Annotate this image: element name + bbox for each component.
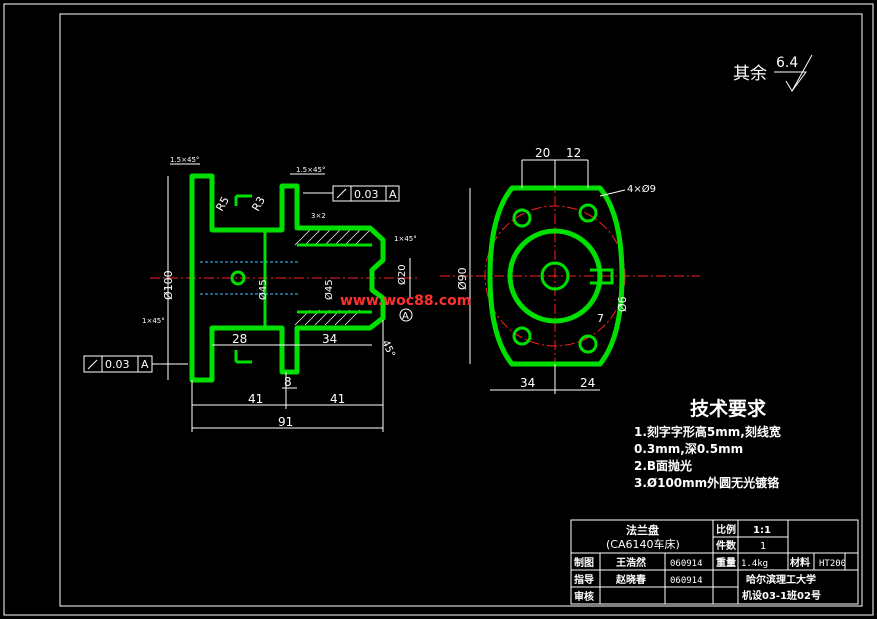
svg-text:0.03: 0.03 <box>105 358 130 371</box>
part-name: 法兰盘 <box>626 523 659 537</box>
right-view: 20 12 4×Ø9 Ø90 Ø6 7 34 24 <box>456 146 656 394</box>
part-model: (CA6140车床) <box>606 537 680 551</box>
dim-41-right: 41 <box>330 392 345 406</box>
material-label: 材料 <box>790 556 810 569</box>
chamfer-left: 1×45° <box>142 317 165 325</box>
roughness-value: 6.4 <box>776 55 798 71</box>
bolt-hole-bl <box>512 326 532 346</box>
radius-r5: R5 <box>213 194 232 213</box>
svg-text:A: A <box>389 188 397 201</box>
drawn-label: 制图 <box>574 556 594 569</box>
datum-a-label: A <box>402 311 409 322</box>
count-label: 件数 <box>716 539 737 552</box>
angle-label: 45° <box>379 339 396 360</box>
dia-45-b: Ø45 <box>323 279 335 300</box>
flange-outline <box>189 173 386 383</box>
holes-callout: 4×Ø9 <box>627 183 656 195</box>
tech-req-item-2: 0.3mm,深0.5mm <box>634 441 743 456</box>
roughness-symbol-icon <box>774 71 807 92</box>
dim-24-bottom: 24 <box>580 376 595 390</box>
tolerance-frame-top: 0.03 A <box>303 185 400 202</box>
tech-req-item-4: 3.Ø100mm外圆无光镀铬 <box>634 475 780 490</box>
keyway <box>590 268 614 285</box>
tech-req-title: 技术要求 <box>690 397 767 420</box>
drawn-name: 王浩然 <box>616 556 646 569</box>
class-info: 机设03-1班02号 <box>742 589 821 602</box>
roughness-prefix: 其余 <box>733 64 767 84</box>
bolt-hole-tr <box>578 203 598 223</box>
chamfer-top-left: 1.5×45° <box>170 156 199 164</box>
dim-12-top: 12 <box>566 146 581 160</box>
dia-90: Ø90 <box>456 267 469 290</box>
datum-a-marker <box>399 308 413 322</box>
inner-frame <box>59 13 863 607</box>
radius-r3: R3 <box>249 194 268 213</box>
roughness-note: 其余 6.4 <box>733 54 813 92</box>
scale-value: 1:1 <box>753 525 771 536</box>
dia-6: Ø6 <box>616 296 629 312</box>
dim-34-bottom: 34 <box>520 376 535 390</box>
tolerance-frame-left: 0.03 A <box>83 355 188 373</box>
bolt-hole-br <box>578 334 598 354</box>
tech-req-item-1: 1.刻字字形高5mm,刻线宽 <box>634 424 781 439</box>
bore-circle <box>540 261 570 291</box>
runout-icon <box>87 359 98 370</box>
hub-circle <box>507 228 603 324</box>
chamfer-top-mid: 1.5×45° <box>296 166 325 174</box>
runout-icon <box>336 188 347 199</box>
dia-45-a: Ø45 <box>257 279 269 300</box>
guide-label: 指导 <box>574 573 594 586</box>
thread-label: 3×2 <box>311 212 326 220</box>
outer-frame <box>3 3 874 616</box>
tech-requirements: 技术要求 1.刻字字形高5mm,刻线宽 0.3mm,深0.5mm 2.B面抛光 … <box>634 397 781 490</box>
material-value: HT200 <box>819 559 846 569</box>
dim-20-top: 20 <box>535 146 550 160</box>
svg-text:0.03: 0.03 <box>354 188 379 201</box>
school-name: 哈尔滨理工大学 <box>746 573 816 586</box>
guide-date: 060914 <box>670 576 703 586</box>
dim-8: 8 <box>284 375 292 389</box>
bolt-hole-tl <box>512 208 532 228</box>
dim-34: 34 <box>322 332 337 346</box>
tech-req-item-3: 2.B面抛光 <box>634 458 692 473</box>
weight-label: 重量 <box>716 556 736 569</box>
left-view: 1.5×45° 1.5×45° 1×45° 1×45° R5 R3 3×2 Ø1… <box>83 156 417 432</box>
weight-value: 1.4kg <box>741 559 768 569</box>
svg-text:A: A <box>141 358 149 371</box>
dia-20: Ø20 <box>396 264 408 285</box>
review-label: 审核 <box>574 590 594 603</box>
dim-7: 7 <box>597 312 604 325</box>
chamfer-right: 1×45° <box>394 235 417 243</box>
oil-hole <box>230 270 246 286</box>
count-value: 1 <box>760 541 766 552</box>
watermark: www.woc88.com <box>340 293 471 309</box>
bolt-circle <box>484 205 626 347</box>
title-block: 法兰盘 (CA6140车床) 比例 1:1 件数 1 制图 王浩然 060914… <box>570 519 859 605</box>
guide-name: 赵晓春 <box>615 573 646 586</box>
dim-41-left: 41 <box>248 392 263 406</box>
flange-end-outline <box>487 185 625 367</box>
dim-91: 91 <box>278 415 293 429</box>
scale-label: 比例 <box>716 523 736 536</box>
drawn-date: 060914 <box>670 559 703 569</box>
dim-28: 28 <box>232 332 247 346</box>
